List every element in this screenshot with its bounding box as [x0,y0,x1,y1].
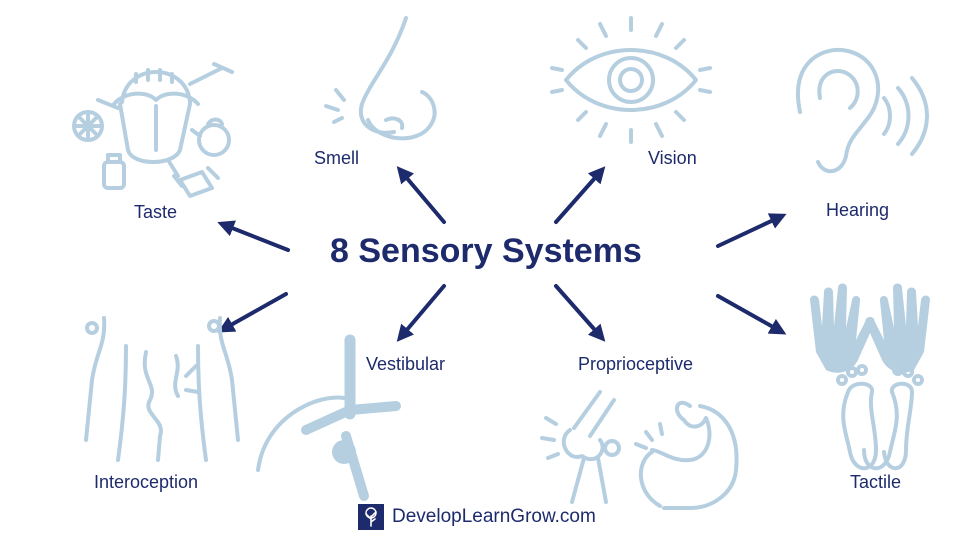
label-hearing: Hearing [826,200,890,220]
arrow-taste [217,220,290,252]
label-taste: Taste [134,202,178,222]
label-interoception: Interoception [94,472,199,492]
arrow-proprioceptive [554,284,606,342]
torso-organs-icon [84,316,240,462]
arrow-vision [554,166,606,224]
arrow-smell [396,166,446,224]
label-vestibular: Vestibular [366,354,446,374]
arrow-hearing [716,213,787,248]
eye-icon [550,16,712,144]
label-tactile: Tactile [850,472,902,492]
brand-link[interactable]: DevelopLearnGrow.com [392,506,596,527]
flexed-arm-icon [634,400,739,510]
knee-joint-icon [540,390,621,504]
ear-icon [796,47,929,173]
arrows [217,166,787,342]
arrow-tactile [716,294,787,335]
arrow-vestibular [396,284,446,342]
nose-icon [324,16,437,141]
brand-footer[interactable]: DevelopLearnGrow.com [358,504,596,530]
label-smell: Smell [314,148,360,168]
cartwheel-person-icon [256,334,401,501]
label-proprioceptive: Proprioceptive [578,354,694,374]
tree-logo-icon [358,504,384,530]
arrow-interoception [217,292,288,333]
diagram-title: 8 Sensory Systems [330,232,642,270]
label-vision: Vision [648,148,697,168]
mouth-tongue-icon [72,62,234,198]
hands-feet-icon [810,283,930,471]
